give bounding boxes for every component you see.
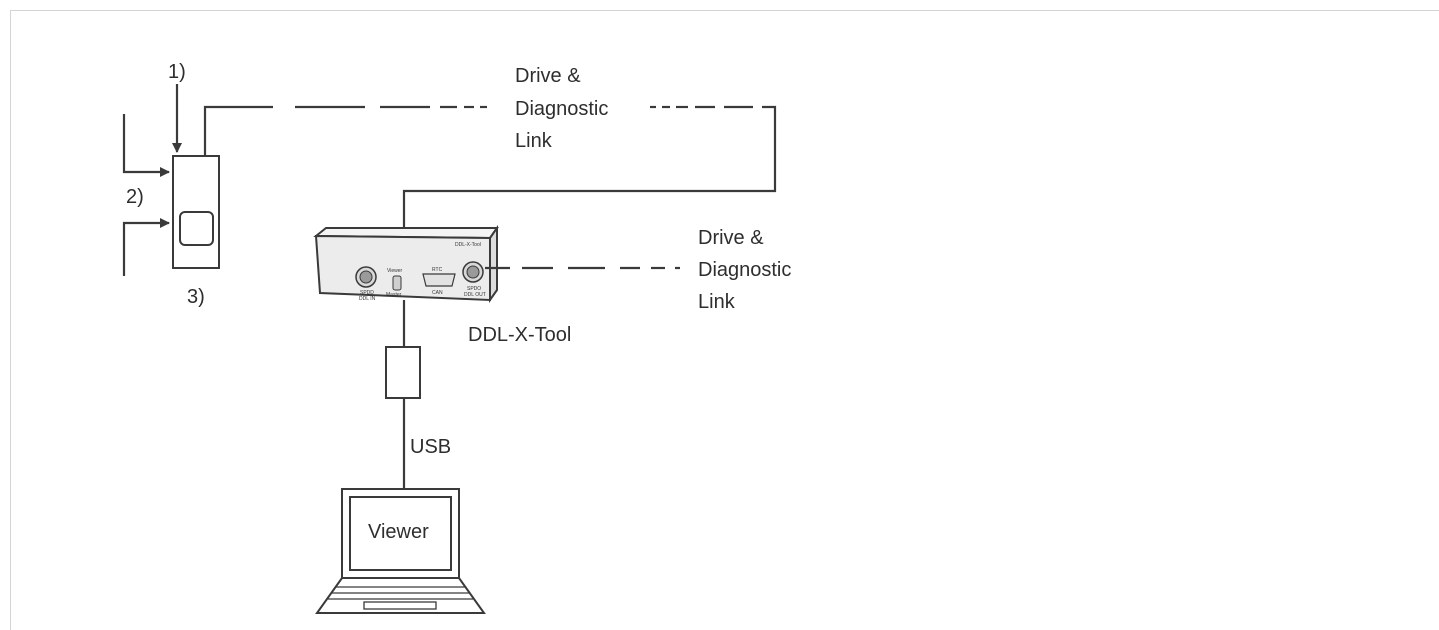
port-in-label-2: DDL IN bbox=[359, 296, 376, 302]
figure-frame bbox=[10, 10, 1439, 630]
device-brand: DDL-X-Tool bbox=[455, 242, 481, 248]
laptop-touchpad bbox=[363, 601, 437, 610]
port-in-label-1: SPDD bbox=[360, 290, 374, 296]
laptop-screen bbox=[349, 496, 452, 571]
subd-label-bottom: CAN bbox=[432, 290, 443, 296]
laptop bbox=[315, 488, 486, 614]
subd-connector bbox=[422, 273, 456, 287]
subd-label-top: RTC bbox=[432, 267, 443, 273]
ddl-x-tool-label: DDL-X-Tool bbox=[468, 324, 571, 346]
top-link-label-line3: Link bbox=[515, 130, 553, 152]
top-link-label-line1: Drive & bbox=[515, 65, 581, 87]
port-out-label-1: SPDO bbox=[467, 286, 481, 292]
right-link-label-line3: Link bbox=[698, 291, 736, 313]
arrow-2-lower bbox=[122, 218, 170, 276]
ddl-x-tool-device: DDL-X-Tool SPDD DDL IN Viewer Master RTC… bbox=[313, 224, 499, 304]
top-link-cable bbox=[203, 105, 777, 232]
marker-2: 2) bbox=[126, 186, 144, 208]
usb-label: USB bbox=[410, 436, 451, 458]
switch-label-top: Viewer bbox=[387, 268, 403, 274]
switch-label-bottom: Master bbox=[386, 292, 402, 298]
marker-1: 1) bbox=[168, 61, 186, 83]
top-link-label-line2: Diagnostic bbox=[515, 98, 608, 120]
port-out-label-2: DDL OUT bbox=[464, 292, 486, 298]
sensor-unit bbox=[172, 155, 220, 269]
arrow-2-upper bbox=[122, 114, 170, 177]
viewer-label: Viewer bbox=[368, 521, 429, 543]
sensor-window bbox=[179, 211, 214, 246]
marker-3: 3) bbox=[187, 286, 205, 308]
mode-switch bbox=[392, 275, 402, 291]
right-link-label-line2: Diagnostic bbox=[698, 259, 791, 281]
usb-plug bbox=[385, 346, 421, 399]
right-link-label-line1: Drive & bbox=[698, 227, 764, 249]
